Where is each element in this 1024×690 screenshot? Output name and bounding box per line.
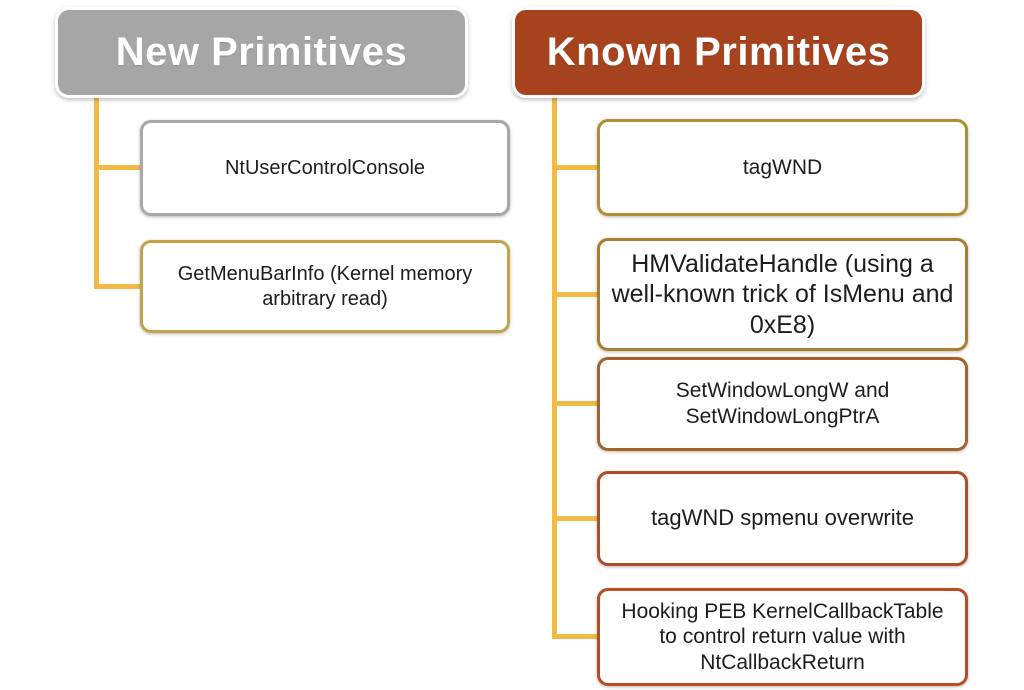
node-hmvalidatehandle: HMValidateHandle (using a well-known tri…	[597, 238, 968, 351]
header-known-primitives: Known Primitives	[512, 7, 925, 98]
connector-right-stub-2	[552, 292, 597, 297]
connector-right-stub-1	[552, 165, 597, 170]
connector-right-vertical	[552, 97, 557, 639]
header-new-primitives: New Primitives	[55, 7, 468, 98]
node-hooking-peb-kernelcallbacktable: Hooking PEB KernelCallbackTable to contr…	[597, 588, 968, 686]
connector-left-vertical	[94, 97, 99, 289]
node-ntusercontrolconsole: NtUserControlConsole	[140, 120, 510, 216]
node-tagwnd: tagWND	[597, 119, 968, 216]
connector-right-stub-3	[552, 401, 597, 406]
node-tagwnd-spmenu-overwrite: tagWND spmenu overwrite	[597, 471, 968, 566]
connector-left-stub-2	[94, 284, 140, 289]
node-setwindowlong: SetWindowLongW and SetWindowLongPtrA	[597, 357, 968, 451]
node-getmenubarinfo: GetMenuBarInfo (Kernel memory arbitrary …	[140, 240, 510, 333]
connector-right-stub-5	[552, 634, 597, 639]
connector-left-stub-1	[94, 165, 140, 170]
connector-right-stub-4	[552, 516, 597, 521]
